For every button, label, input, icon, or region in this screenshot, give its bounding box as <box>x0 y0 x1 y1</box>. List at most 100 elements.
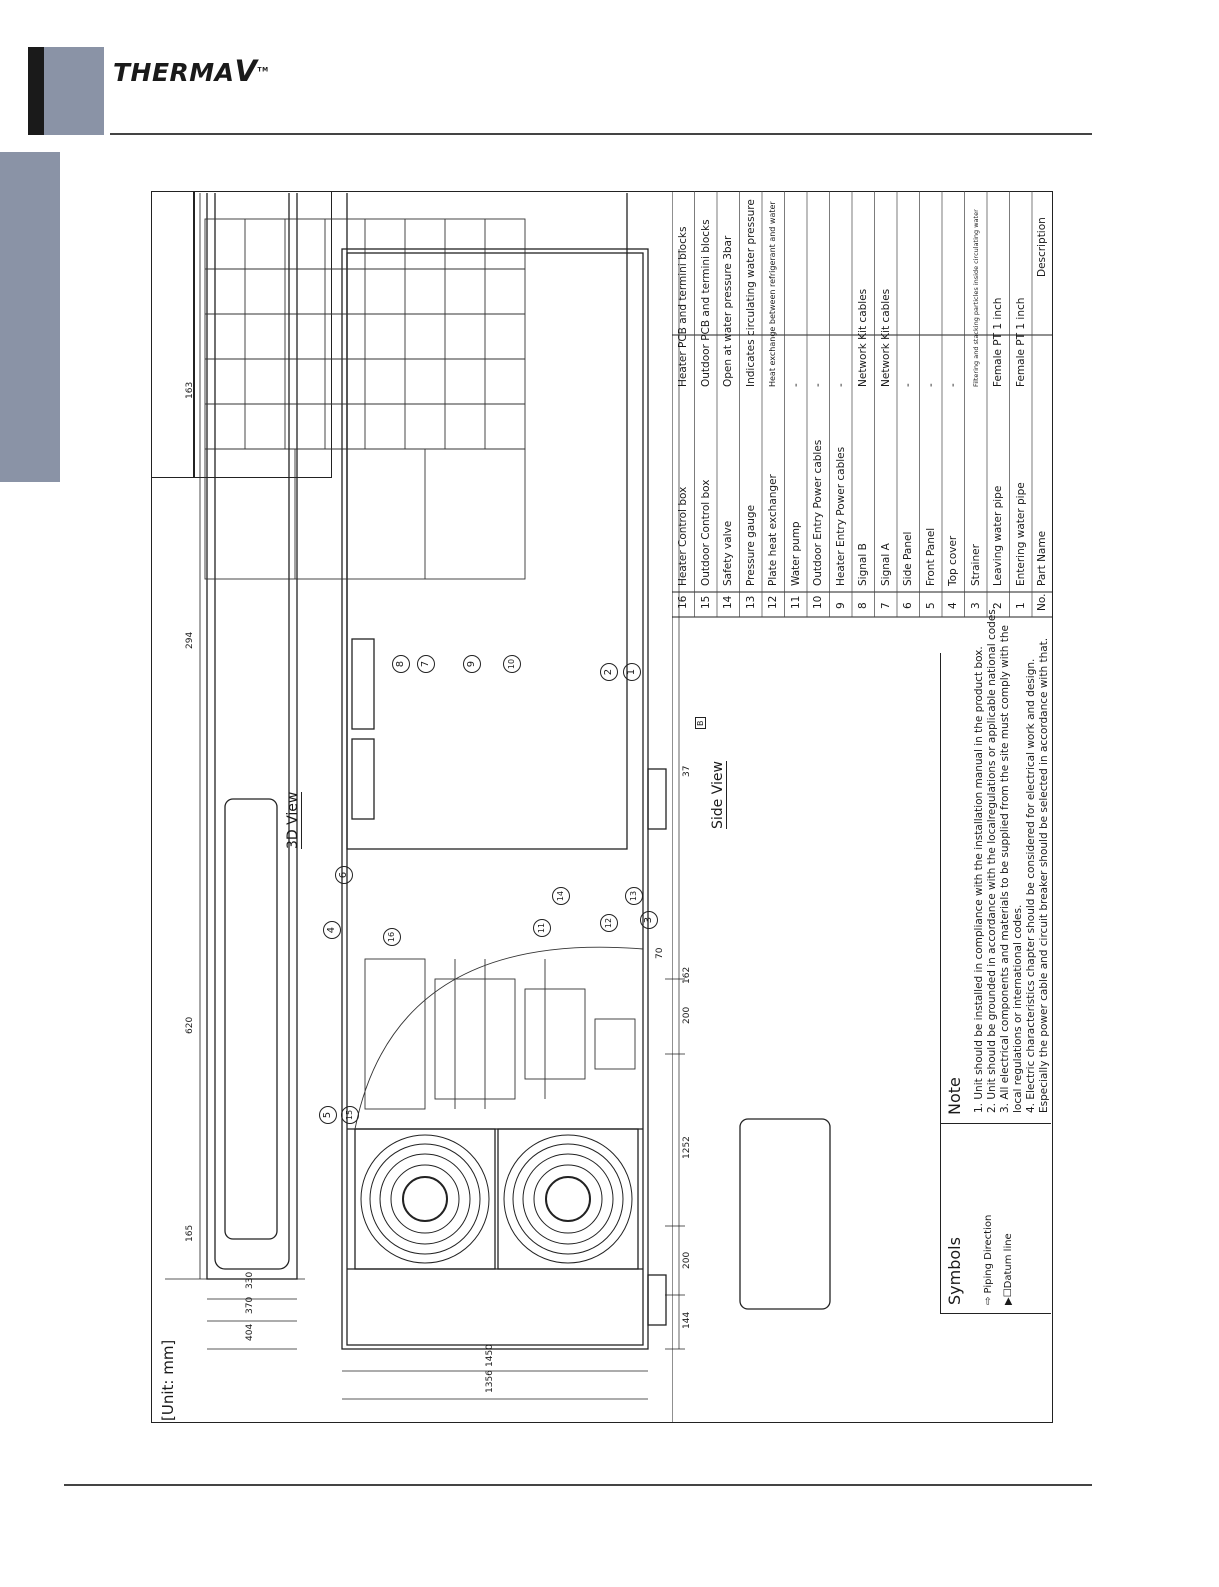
row-7-desc: Network Kit cables <box>879 288 892 387</box>
brand-tm: TM <box>257 66 269 74</box>
row-9-desc: - <box>834 383 847 387</box>
row-11-desc: - <box>789 383 802 387</box>
row-16-no: 16 <box>677 595 689 609</box>
rotated-drawing-sheet: [Unit: mm] <box>155 193 1066 1429</box>
parts-row-11: 11 Water pump - <box>785 191 808 617</box>
row-13-no: 13 <box>744 595 757 609</box>
parts-row-12: 12 Plate heat exchanger Heat exchange be… <box>762 191 785 617</box>
row-5-part: Front Panel <box>924 527 937 586</box>
dim-height-1356: 1356 <box>485 1370 495 1393</box>
parts-table-grid <box>672 191 1053 1423</box>
parts-header-row: No. Part Name Description <box>1032 191 1053 617</box>
row-2-no: 2 <box>992 602 1004 609</box>
callout-13: 13 <box>625 887 643 905</box>
callout-9: 9 <box>463 655 481 673</box>
callout-6: 6 <box>335 866 353 884</box>
dim-top-620: 620 <box>185 1016 195 1034</box>
row-8-desc: Network Kit cables <box>857 288 869 387</box>
row-5-no: 5 <box>924 602 937 609</box>
dim-top-163: 163 <box>185 381 195 399</box>
row-8-no: 8 <box>857 602 869 609</box>
row-15-part: Outdoor Control box <box>699 479 712 586</box>
parts-row-10: 10 Outdoor Entry Power cables - <box>807 191 830 617</box>
title-block-divider <box>193 191 195 478</box>
row-1-part: Entering water pipe <box>1014 482 1027 586</box>
parts-row-9: 9 Heater Entry Power cables - <box>830 191 853 617</box>
hdr-part: Part Name <box>1036 530 1048 586</box>
callout-15: 15 <box>341 1106 359 1124</box>
row-5-desc: - <box>924 383 937 387</box>
parts-row-3: 3 Strainer Filtering and stacking partic… <box>965 191 988 617</box>
row-2-desc: Female PT 1 inch <box>992 297 1004 387</box>
parts-row-15: 15 Outdoor Control box Outdoor PCB and t… <box>695 191 718 617</box>
row-8-part: Signal B <box>857 543 869 586</box>
header-black-bar <box>28 47 44 135</box>
row-10-part: Outdoor Entry Power cables <box>812 439 824 586</box>
view-3d-label: 3D View <box>285 791 302 849</box>
brand-mark: V <box>234 54 258 88</box>
parts-row-4: 4 Top cover - <box>942 191 965 617</box>
row-3-no: 3 <box>969 602 982 609</box>
callout-5: 5 <box>319 1106 337 1124</box>
parts-row-7: 7 Signal A Network Kit cables <box>875 191 898 617</box>
parts-row-2: 2 Leaving water pipe Female PT 1 inch <box>987 191 1010 617</box>
callout-10: 10 <box>503 655 521 673</box>
callout-11: 11 <box>533 919 551 937</box>
parts-rows: 16 Heater Control box Heater PCB and ter… <box>672 191 1053 617</box>
header-rule <box>110 133 1092 135</box>
footer-rule <box>64 1484 1092 1486</box>
row-12-desc: Heat exchange between refrigerant and wa… <box>768 201 777 387</box>
row-7-no: 7 <box>879 602 892 609</box>
row-16-desc: Heater PCB and termini blocks <box>677 226 689 387</box>
row-12-no: 12 <box>767 595 779 609</box>
row-12-part: Plate heat exchanger <box>767 474 779 586</box>
callout-1: 1 <box>623 663 641 681</box>
dim-left-330: 330 <box>245 1271 255 1289</box>
parts-row-5: 5 Front Panel - <box>920 191 943 617</box>
row-6-desc: - <box>902 383 914 387</box>
parts-row-13: 13 Pressure gauge Indicates circulating … <box>740 191 763 617</box>
row-11-part: Water pump <box>789 521 802 586</box>
row-4-no: 4 <box>947 602 959 609</box>
row-3-part: Strainer <box>969 544 982 586</box>
row-13-part: Pressure gauge <box>744 504 757 586</box>
callout-7: 7 <box>417 655 435 673</box>
callout-4: 4 <box>323 921 341 939</box>
brand-logo: THERMAVTM <box>113 54 269 88</box>
row-6-no: 6 <box>902 602 914 609</box>
row-11-no: 11 <box>789 595 802 609</box>
hdr-desc: Description <box>1036 217 1048 277</box>
row-4-desc: - <box>947 383 959 387</box>
row-2-part: Leaving water pipe <box>992 485 1004 586</box>
row-1-no: 1 <box>1014 602 1027 609</box>
row-3-desc: Filtering and stacking particles inside … <box>971 209 980 387</box>
parts-row-8: 8 Signal B Network Kit cables <box>852 191 875 617</box>
callout-16: 16 <box>383 928 401 946</box>
row-16-part: Heater Control box <box>677 486 689 586</box>
parts-row-1: 1 Entering water pipe Female PT 1 inch <box>1010 191 1033 617</box>
dim-top-165: 165 <box>185 1224 195 1242</box>
row-7-part: Signal A <box>879 543 892 586</box>
header-gray-block <box>44 47 104 135</box>
row-1-desc: Female PT 1 inch <box>1014 297 1027 387</box>
row-6-part: Side Panel <box>902 531 914 586</box>
row-15-desc: Outdoor PCB and termini blocks <box>699 219 712 387</box>
row-10-no: 10 <box>812 595 824 609</box>
callout-2: 2 <box>600 663 618 681</box>
title-block <box>151 191 332 478</box>
row-10-desc: - <box>812 383 824 387</box>
callout-8: 8 <box>392 655 410 673</box>
drawing-frame <box>151 191 1053 1423</box>
row-4-part: Top cover <box>947 535 959 586</box>
dim-top-294: 294 <box>185 631 195 649</box>
dim-bottom-70: 70 <box>655 947 665 959</box>
rear-view-outline <box>739 1118 831 1310</box>
parts-row-6: 6 Side Panel - <box>897 191 920 617</box>
row-9-part: Heater Entry Power cables <box>834 446 847 586</box>
sidebar-tab <box>0 152 60 482</box>
row-14-no: 14 <box>722 595 734 609</box>
hdr-no: No. <box>1036 593 1048 611</box>
callout-12: 12 <box>600 914 618 932</box>
row-14-desc: Open at water pressure 3bar <box>722 235 734 387</box>
dim-left-404: 404 <box>245 1323 255 1341</box>
